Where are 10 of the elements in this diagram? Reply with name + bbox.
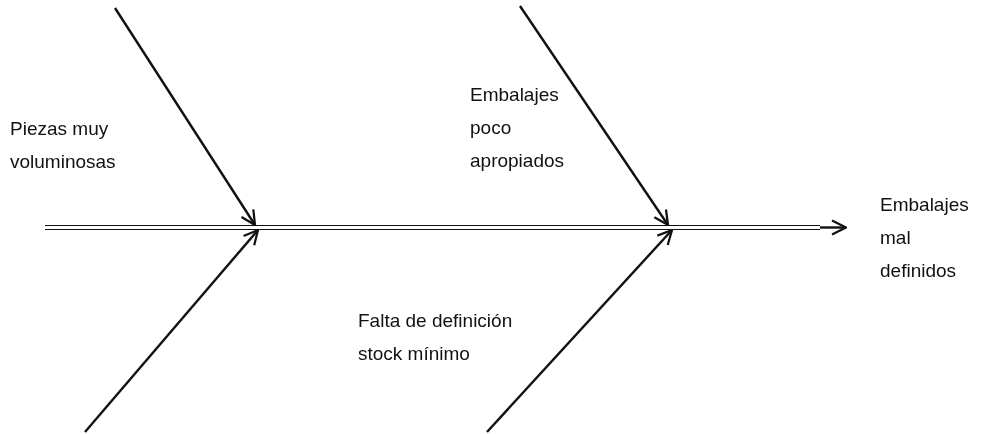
cause-label: Embalajes poco apropiados — [470, 78, 570, 177]
arrow — [84, 228, 260, 433]
effect-label: Embalajes mal definidos — [846, 188, 975, 287]
spine-line — [45, 225, 820, 230]
arrow — [820, 219, 848, 236]
arrow — [519, 5, 670, 227]
cause-label: Falta de definición stock mínimo — [358, 304, 558, 370]
arrow — [486, 228, 674, 433]
arrow — [114, 7, 257, 227]
cause-label: Piezas muy voluminosas — [10, 112, 140, 178]
